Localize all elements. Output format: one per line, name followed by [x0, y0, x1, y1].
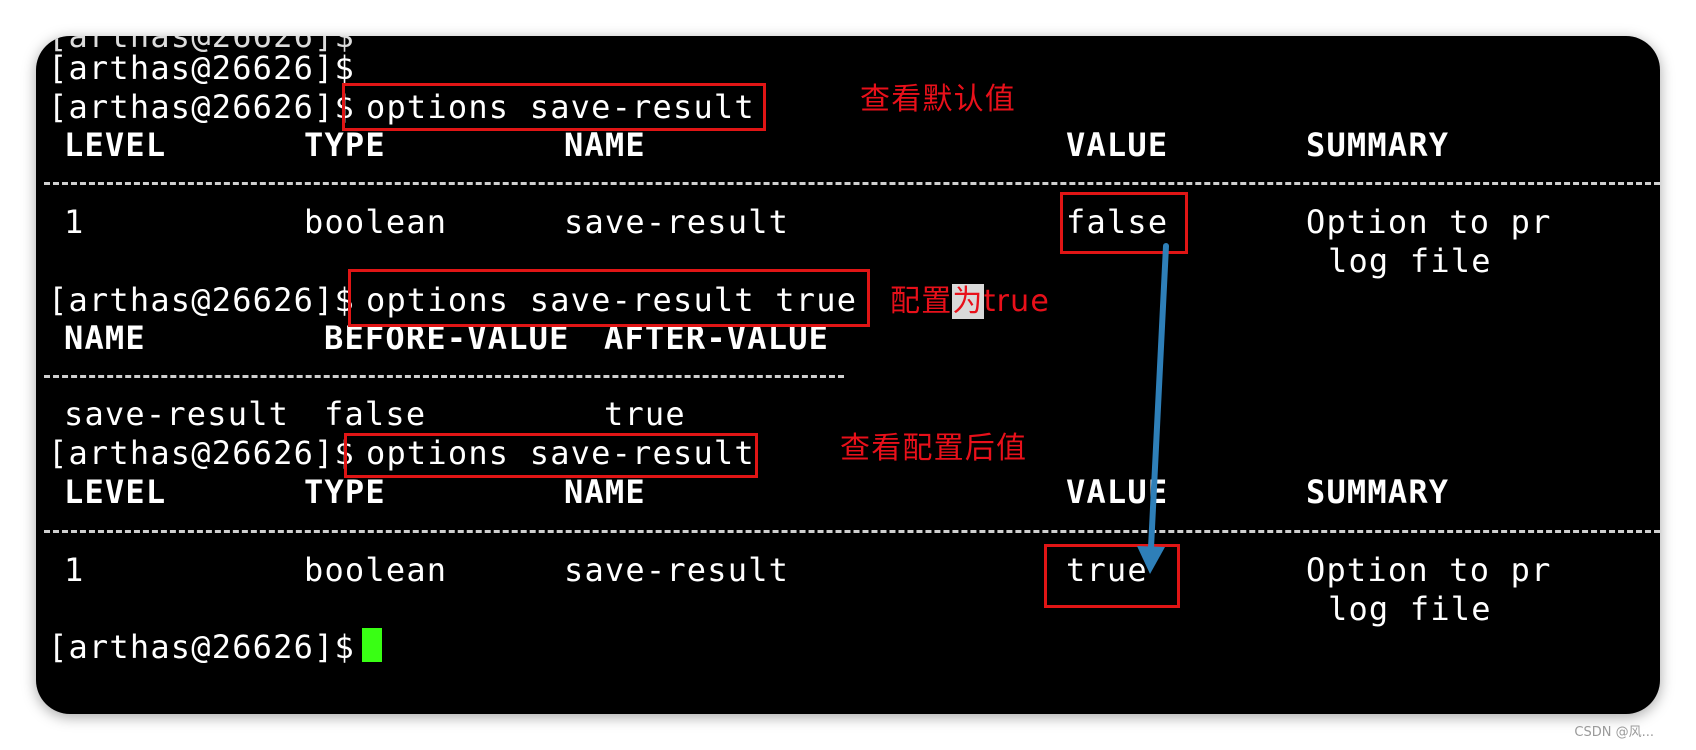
cell-after-value: true	[604, 395, 686, 433]
cell-summary-wrap: log file	[1328, 242, 1492, 280]
prompt-line: [arthas@26626]$	[48, 88, 355, 126]
text-cursor[interactable]	[362, 628, 382, 662]
col-header-value: VALUE	[1066, 126, 1169, 164]
cell-name: save-result	[64, 395, 290, 433]
annotation-set-true-suffix: true	[983, 284, 1050, 319]
cell-name: save-result	[564, 203, 790, 241]
cell-type: boolean	[304, 551, 448, 589]
cell-type: boolean	[304, 203, 448, 241]
table-divider	[44, 530, 1660, 533]
annotation-set-true-highlight: 为	[952, 284, 984, 319]
cell-level: 1	[64, 551, 85, 589]
cell-name: save-result	[564, 551, 790, 589]
cell-summary: Option to pr	[1306, 551, 1552, 589]
highlight-box-value-false	[1060, 192, 1188, 254]
cell-summary-wrap: log file	[1328, 590, 1492, 628]
command-text: options save-result	[366, 434, 755, 472]
cell-before-value: false	[324, 395, 427, 433]
highlight-box-value-true	[1044, 544, 1180, 608]
prompt-line: [arthas@26626]$	[48, 628, 355, 666]
arrow-icon	[1137, 243, 1169, 574]
highlight-box-cmd1	[342, 83, 766, 131]
annotation-after-value: 查看配置后值	[840, 431, 1028, 466]
command-text: options save-result	[366, 88, 755, 126]
col-header-summary: SUMMARY	[1306, 126, 1450, 164]
highlight-box-cmd3	[344, 433, 758, 478]
annotation-set-true: 配置为true	[890, 282, 1050, 322]
prompt-line: [arthas@26626]$	[48, 281, 355, 319]
table-divider	[44, 182, 1660, 185]
col-header-type: TYPE	[304, 473, 386, 511]
prompt-line-partial: [arthas@26626]$	[48, 36, 355, 55]
highlight-box-cmd2	[348, 269, 870, 327]
prompt-line: [arthas@26626]$	[48, 434, 355, 472]
watermark: CSDN @风...	[1574, 725, 1654, 740]
col-header-name: NAME	[564, 473, 646, 511]
annotation-set-true-prefix: 配置	[890, 284, 953, 319]
command-text: options save-result true	[366, 281, 858, 319]
cell-value: true	[1066, 551, 1148, 589]
col-header-level: LEVEL	[64, 126, 167, 164]
terminal-output: [arthas@26626]$ [arthas@26626]$ [arthas@…	[36, 36, 1660, 714]
prompt-line: [arthas@26626]$	[48, 49, 355, 87]
col-header-name: NAME	[564, 126, 646, 164]
cell-level: 1	[64, 203, 85, 241]
cell-value: false	[1066, 203, 1169, 241]
col-header-summary: SUMMARY	[1306, 473, 1450, 511]
terminal-window: [arthas@26626]$ [arthas@26626]$ [arthas@…	[36, 36, 1660, 714]
table-divider	[44, 375, 844, 378]
annotation-default-value: 查看默认值	[860, 82, 1016, 117]
col-header-name: NAME	[64, 319, 146, 357]
col-header-level: LEVEL	[64, 473, 167, 511]
cell-summary: Option to pr	[1306, 203, 1552, 241]
col-header-type: TYPE	[304, 126, 386, 164]
